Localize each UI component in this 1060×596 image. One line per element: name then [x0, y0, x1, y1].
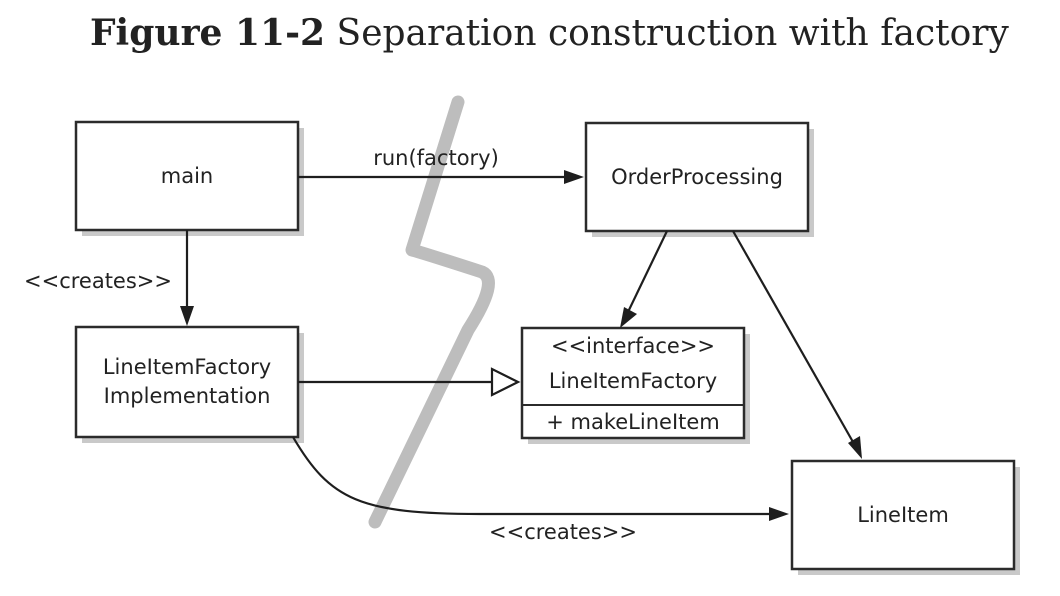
creates-factory-label: <<creates>> [24, 269, 172, 293]
line-item-box: LineItem [790, 459, 1020, 575]
factory-implementation-label-line1: LineItemFactory [103, 355, 271, 379]
creates-factory-arrow: <<creates>> [24, 230, 194, 326]
realization-arrow [298, 367, 521, 397]
line-item-factory-interface-box: <<interface>> LineItemFactory + makeLine… [520, 326, 750, 444]
interface-name: LineItemFactory [549, 369, 717, 393]
main-label: main [161, 164, 213, 188]
interface-operation: + makeLineItem [546, 410, 720, 434]
figure-title: Separation construction with factory [336, 13, 1009, 54]
interface-stereotype: <<interface>> [551, 334, 715, 358]
line-item-label: LineItem [857, 503, 949, 527]
main-box: main [74, 120, 304, 236]
uses-factory-arrow [620, 230, 668, 328]
run-factory-label: run(factory) [373, 146, 499, 170]
factory-implementation-label-line2: Implementation [104, 384, 271, 408]
figure-number: Figure 11-2 [90, 12, 326, 54]
separation-line [368, 95, 495, 529]
factory-implementation-box: LineItemFactory Implementation [74, 325, 304, 443]
creates-item-label: <<creates>> [489, 520, 637, 544]
uses-line-item-arrow [732, 230, 862, 459]
figure-caption: Figure 11-2 Separation construction with… [90, 12, 1009, 54]
order-processing-label: OrderProcessing [611, 165, 783, 189]
creates-item-arrow: <<creates>> [292, 436, 789, 544]
order-processing-box: OrderProcessing [584, 121, 814, 237]
run-factory-arrow: run(factory) [298, 146, 584, 184]
